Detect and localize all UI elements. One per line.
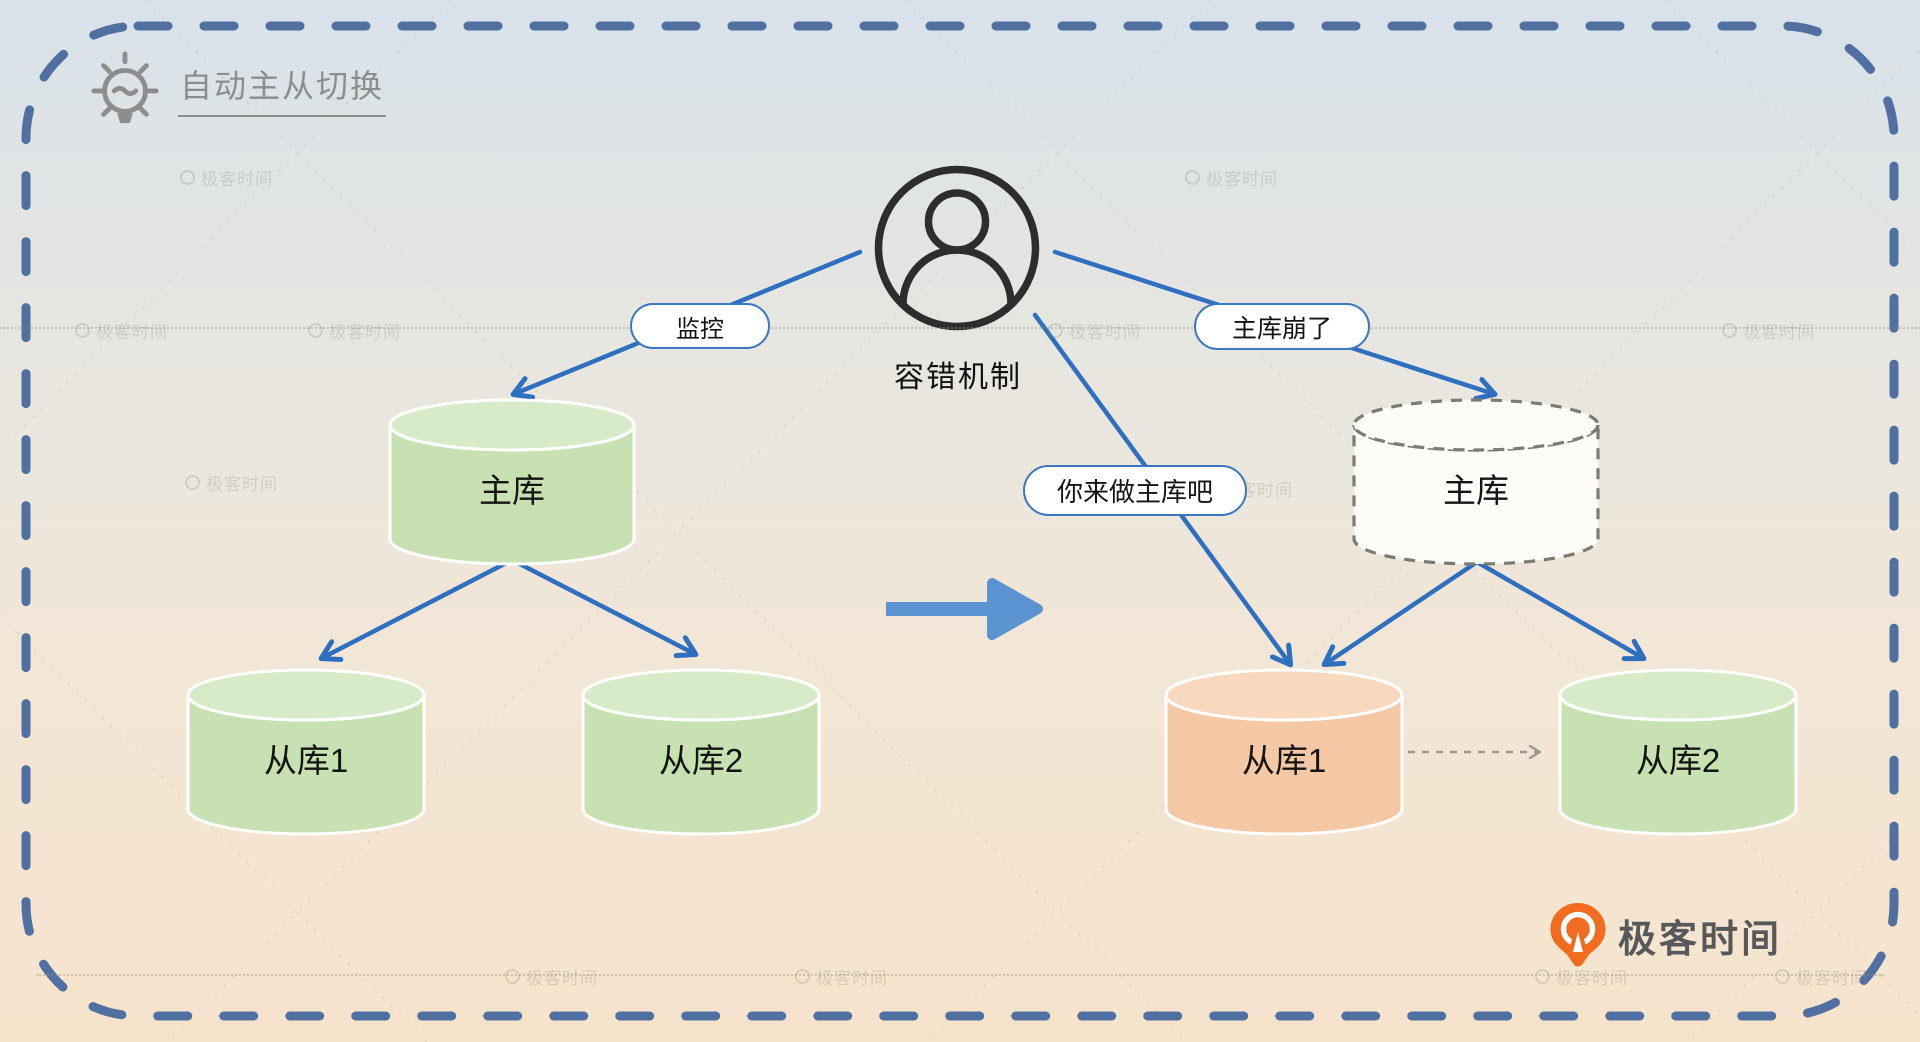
callout-monitor-label: 监控: [676, 315, 724, 343]
watermark-text: 极客时间: [1796, 969, 1868, 988]
callout-master-crashed: 主库崩了: [1194, 303, 1370, 350]
dashed-frame-border: [21, 21, 1899, 1021]
right-slave1-label: 从库1: [1241, 742, 1327, 779]
watermark-logo-icon: [308, 323, 323, 338]
geektime-logo-icon: [1550, 903, 1606, 967]
watermark-logo-icon: [1775, 969, 1790, 984]
dotted-guideline-top: [0, 327, 1920, 329]
watermark-logo-icon: [185, 475, 200, 490]
right-master-cylinder-crashed: [1352, 398, 1600, 566]
watermark-logo-icon: [180, 170, 195, 185]
watermark-text: 极客时间: [329, 323, 401, 342]
arrow-right-master-to-slave1: [1321, 559, 1480, 668]
watermark: 极客时间: [1535, 964, 1628, 989]
callout-monitor: 监控: [630, 303, 770, 349]
arrow-left-master-to-slave2: [509, 557, 699, 659]
watermark: 极客时间: [185, 470, 278, 495]
brand-logo: 极客时间: [1550, 903, 1782, 967]
person-icon: [874, 165, 1040, 331]
left-master-label: 主库: [479, 472, 545, 509]
watermark-logo-icon: [1048, 323, 1063, 338]
watermark: 极客时间: [1722, 318, 1815, 343]
watermark-text: 极客时间: [816, 969, 888, 988]
watermark-text: 极客时间: [1556, 969, 1628, 988]
watermark-logo-icon: [1722, 323, 1737, 338]
left-master-cylinder: [388, 398, 636, 566]
arrow-left-master-to-slave1: [318, 557, 515, 663]
transition-arrow: [886, 578, 1043, 640]
watermark: 极客时间: [505, 964, 598, 989]
left-slave1-cylinder: [186, 668, 426, 836]
watermark-logo-icon: [1535, 969, 1550, 984]
fault-tolerance-label: 容错机制: [894, 361, 1022, 394]
watermark-logo-icon: [75, 323, 90, 338]
watermark-text: 极客时间: [1206, 170, 1278, 189]
watermark: 极客时间: [75, 318, 168, 343]
watermark-logo-icon: [795, 969, 810, 984]
right-slave2-cylinder: [1558, 668, 1798, 836]
page-title: 自动主从切换: [178, 61, 387, 117]
watermark: 极客时间: [180, 165, 273, 190]
watermark-text: 极客时间: [1743, 323, 1815, 342]
watermark-text: 极客时间: [526, 969, 598, 988]
dotted-guideline-bottom: [36, 974, 1884, 976]
watermark-text: 极客时间: [206, 475, 278, 494]
watermark-logo-icon: [505, 969, 520, 984]
watermark: 极客时间: [1775, 964, 1868, 989]
watermark-logo-icon: [1185, 170, 1200, 185]
watermark-text: 极客时间: [201, 170, 273, 189]
callout-master-crashed-label: 主库崩了: [1231, 314, 1332, 343]
watermark: 极客时间: [1185, 165, 1278, 190]
callout-promote-label: 你来做主库吧: [1056, 477, 1213, 507]
left-slave2-cylinder: [581, 668, 821, 836]
watermark: 极客时间: [308, 318, 401, 343]
left-slave2-label: 从库2: [658, 742, 744, 779]
geektime-logo-text: 极客时间: [1618, 918, 1783, 961]
right-slave1-cylinder-promoted: [1164, 668, 1404, 836]
watermark: 极客时间: [1048, 318, 1141, 343]
left-slave1-label: 从库1: [263, 742, 349, 779]
title-block: 自动主从切换: [88, 48, 387, 130]
right-slave2-label: 从库2: [1635, 742, 1721, 779]
watermark-text: 极客时间: [96, 323, 168, 342]
arrow-right-master-to-slave2: [1474, 559, 1647, 662]
lightbulb-icon: [91, 51, 159, 124]
watermark-text: 极客时间: [1069, 323, 1141, 342]
callout-promote: 你来做主库吧: [1023, 465, 1247, 516]
watermark: 极客时间: [795, 964, 888, 989]
right-master-label: 主库: [1443, 472, 1509, 509]
